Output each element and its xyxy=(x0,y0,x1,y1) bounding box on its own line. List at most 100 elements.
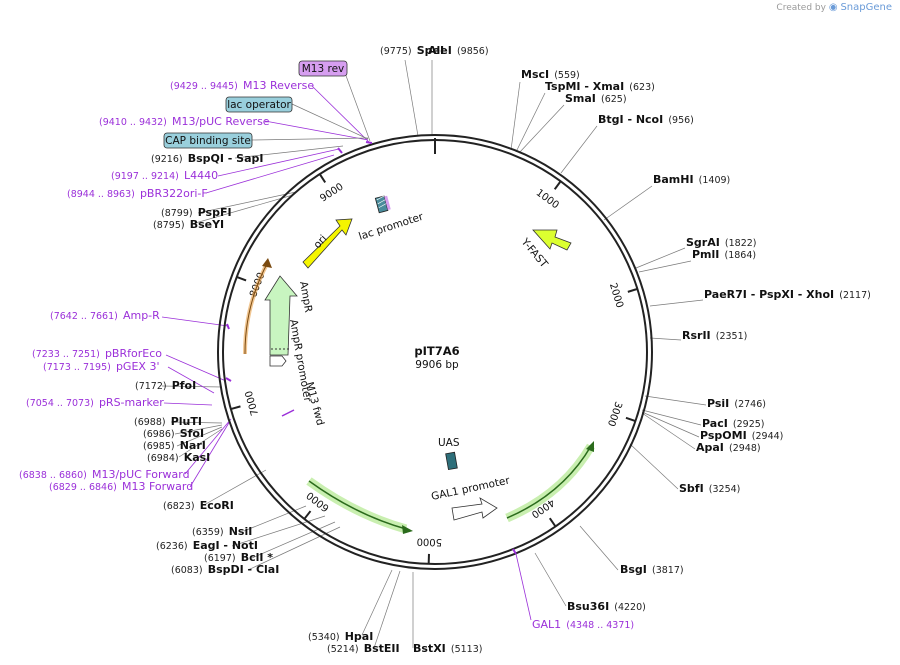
leader-spei xyxy=(404,59,419,137)
ori-arrow[interactable] xyxy=(302,218,353,269)
tick-6000 xyxy=(303,510,312,520)
enzyme-label-psii[interactable]: PsiI (2746) xyxy=(707,392,766,411)
primer-label-m13forward[interactable]: (6829 .. 6846) M13 Forward xyxy=(49,475,193,494)
enzyme-label-tspmi[interactable]: TspMI - XmaI (623) xyxy=(545,75,655,94)
enzyme-label-ecori[interactable]: (6823) EcoRI xyxy=(163,494,234,513)
uas-label: UAS xyxy=(438,437,460,449)
box-leader-lacoperator xyxy=(291,103,369,140)
enzyme-label-paci[interactable]: PacI (2925) xyxy=(702,412,765,431)
box-m13rev[interactable] xyxy=(298,60,348,77)
enzyme-label-pfoi[interactable]: (7172) PfoI xyxy=(135,374,196,393)
enzyme-label-nari[interactable]: (6985) NarI xyxy=(143,434,206,453)
green-arrow-right-head xyxy=(586,441,594,452)
leader-bseyi xyxy=(191,194,294,225)
primer-leader-pbr322orif xyxy=(205,154,335,194)
primer-leader-gal1 xyxy=(515,553,532,621)
primer-label-m13pucreverse[interactable]: (9410 .. 9432) M13/pUC Reverse xyxy=(99,110,270,129)
features: ori AmpR AmpR promoter M13 fwd lac promo… xyxy=(225,141,595,555)
enzyme-label-spei[interactable]: (9775) SpeI xyxy=(380,39,444,58)
enzyme-label-bseyi[interactable]: (8795) BseYI xyxy=(153,213,224,232)
enzyme-label-smai[interactable]: SmaI (625) xyxy=(565,87,627,106)
m13rev-block xyxy=(384,195,391,211)
ampr-primer-mark xyxy=(226,323,230,330)
primer-leader-pgex3 xyxy=(167,366,215,394)
primer-label-pgex3[interactable]: (7173 .. 7195) pGEX 3' xyxy=(43,355,159,374)
enzyme-label-sgrai[interactable]: SgrAI (1822) xyxy=(686,231,757,250)
primer-label-m13pucforward[interactable]: (6838 .. 6860) M13/pUC Forward xyxy=(19,463,190,482)
enzyme-label-nsii[interactable]: (6359) NsiI xyxy=(192,520,252,539)
ampr-arrow[interactable] xyxy=(264,275,298,356)
enzyme-label-btgi[interactable]: BtgI - NcoI (956) xyxy=(598,108,694,127)
primer-leader-m13pucreverse xyxy=(264,120,369,141)
primer-label-m13reverse[interactable]: (9429 .. 9445) M13 Reverse xyxy=(170,74,314,93)
primer-label-pbr322orif[interactable]: (8944 .. 8963) pBR322ori-F xyxy=(67,182,208,201)
leader-tspmi xyxy=(515,92,546,153)
enzyme-label-bsgi[interactable]: BsgI (3817) xyxy=(620,558,684,577)
enzyme-label-hpai[interactable]: (5340) HpaI xyxy=(308,625,373,644)
enzyme-label-alei[interactable]: AleI (9856) xyxy=(428,39,489,58)
ori-label: ori xyxy=(311,233,329,251)
enzyme-label-apai[interactable]: ApaI (2948) xyxy=(696,436,761,455)
enzyme-label-msci[interactable]: MscI (559) xyxy=(521,63,580,82)
enzyme-label-bsu36i[interactable]: Bsu36I (4220) xyxy=(567,595,646,614)
leader-bcli xyxy=(251,521,336,559)
snapgene-credit: Created by ◉ SnapGene xyxy=(776,2,892,13)
enzyme-label-bamhi[interactable]: BamHI (1409) xyxy=(653,168,730,187)
enzyme-label-eagi[interactable]: (6236) EagI - NotI xyxy=(156,534,258,553)
green-arrow-left[interactable] xyxy=(308,480,407,530)
leader-pluti xyxy=(170,421,223,424)
enzyme-label-paer7i[interactable]: PaeR7I - PspXI - XhoI (2117) xyxy=(704,283,871,302)
tick-9000 xyxy=(318,173,327,183)
backbone-outer xyxy=(217,134,653,570)
ampr-promoter-arrow[interactable] xyxy=(269,355,287,367)
leader-sgrai xyxy=(635,247,686,269)
enzyme-label-pspomi[interactable]: PspOMI (2944) xyxy=(700,424,783,443)
tick-label-3000: 3000 xyxy=(605,400,624,428)
leader-pfoi xyxy=(161,385,223,388)
enzyme-label-bstxi[interactable]: BstXI (5113) xyxy=(413,637,482,656)
primer-label-l4440[interactable]: (9197 .. 9214) L4440 xyxy=(111,164,218,183)
primer-label-ampr[interactable]: (7642 .. 7661) Amp-R xyxy=(50,304,160,323)
green-arrow-right[interactable] xyxy=(506,445,592,519)
enzyme-label-sbfi[interactable]: SbfI (3254) xyxy=(679,477,740,496)
leader-smai xyxy=(518,104,565,154)
enzyme-label-bcli[interactable]: (6197) BclI * xyxy=(204,546,273,565)
primer-leader-prsmarker xyxy=(163,402,213,406)
leader-btgi xyxy=(560,125,598,174)
primer-label-prsmarker[interactable]: (7054 .. 7073) pRS-marker xyxy=(26,391,164,410)
enzyme-label-bspdi[interactable]: (6083) BspDI - ClaI xyxy=(171,558,279,577)
tick-3000 xyxy=(625,416,636,423)
primer-leader-ampr xyxy=(161,316,229,327)
tick-label-1000: 1000 xyxy=(534,187,561,211)
enzyme-label-pmli[interactable]: PmlI (1864) xyxy=(692,243,756,262)
gal1-promoter-arrow[interactable] xyxy=(451,497,498,521)
enzyme-label-pluti[interactable]: (6988) PluTI xyxy=(134,410,202,429)
enzyme-label-bspqi[interactable]: (9216) BspQI - SapI xyxy=(151,147,263,166)
primer-label-pbrforeco[interactable]: (7233 .. 7251) pBRforEco xyxy=(32,342,162,361)
leader-bsteii xyxy=(373,570,401,649)
green-arrow-left-head xyxy=(402,525,413,534)
credit-brand: SnapGene xyxy=(840,2,892,13)
m13rev-mark xyxy=(365,141,373,144)
enzyme-label-sfoi[interactable]: (6986) SfoI xyxy=(143,422,204,441)
enzyme-label-pspfi[interactable]: (8799) PspFI xyxy=(161,201,232,220)
box-lacoperator[interactable] xyxy=(225,96,293,113)
leader-bsgi xyxy=(579,525,619,571)
pbr-primer-mark xyxy=(225,377,232,382)
ampr-label: AmpR xyxy=(297,280,314,313)
primer-leader-l4440 xyxy=(217,148,340,177)
leader-bspqi xyxy=(234,145,344,159)
enzyme-label-kasi[interactable]: (6984) KasI xyxy=(147,446,210,465)
leader-sfoi xyxy=(174,424,223,435)
lac-promoter-label: lac promoter xyxy=(357,210,425,242)
tick-label-7000: 7000 xyxy=(244,389,261,416)
uas-block[interactable] xyxy=(445,451,458,471)
box-capbindingsite[interactable] xyxy=(163,132,253,149)
orange-arc-line xyxy=(244,261,269,355)
enzyme-label-rsrii[interactable]: RsrII (2351) xyxy=(682,324,747,343)
primer-label-gal1[interactable]: GAL1 (4348 .. 4371) xyxy=(532,613,634,632)
enzyme-label-bsteii[interactable]: (5214) BstEII xyxy=(327,637,400,656)
leader-paer7i xyxy=(649,299,704,307)
l4440-mark xyxy=(337,147,343,154)
yfast-arrow[interactable] xyxy=(532,229,572,251)
